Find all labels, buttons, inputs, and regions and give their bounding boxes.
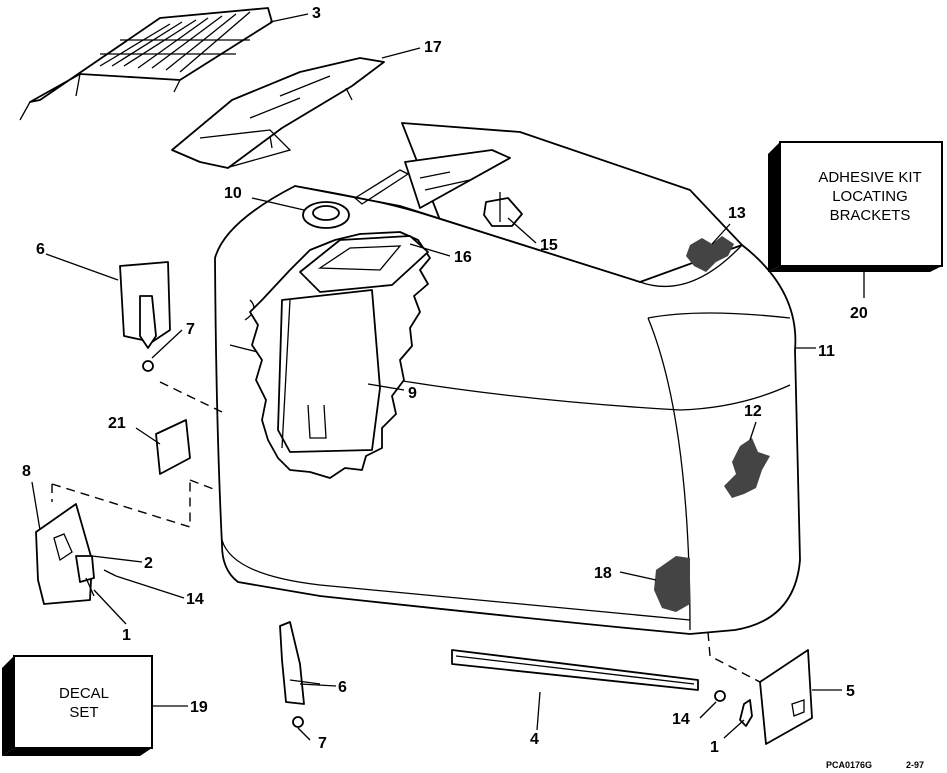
callout-12: 12 xyxy=(744,403,762,420)
callout-7-upper: 7 xyxy=(186,321,195,338)
callout-20: 20 xyxy=(850,305,868,322)
figure-date: 2-97 xyxy=(906,760,924,770)
adhesive-kit-line-3: BRACKETS xyxy=(830,207,911,224)
callout-8: 8 xyxy=(22,463,31,480)
decal-set-line-1: DECAL xyxy=(59,685,109,702)
callout-19: 19 xyxy=(190,699,208,716)
callout-14-left: 14 xyxy=(186,591,204,608)
figure-code: PCA0176G xyxy=(826,760,872,770)
bottom-seal-part-4 xyxy=(451,649,699,691)
left-bracket-part-6 xyxy=(119,261,171,372)
callout-2: 2 xyxy=(144,555,153,572)
callout-3: 3 xyxy=(312,5,321,22)
top-grille-part xyxy=(19,7,273,121)
top-cap-part xyxy=(171,57,385,169)
adhesive-kit-box: ADHESIVE KIT LOCATING BRACKETS xyxy=(768,141,943,272)
leader-lines xyxy=(31,13,865,741)
callout-10: 10 xyxy=(224,185,242,202)
callout-1-right: 1 xyxy=(710,739,719,756)
callout-9: 9 xyxy=(408,385,417,402)
adhesive-kit-line-1: ADHESIVE KIT xyxy=(818,169,921,186)
side-latch-part-6 xyxy=(279,621,321,728)
decal-part-21 xyxy=(155,419,191,475)
callout-21: 21 xyxy=(108,415,126,432)
callout-11: 11 xyxy=(818,343,835,360)
callout-6-upper: 6 xyxy=(36,241,45,258)
adhesive-kit-line-2: LOCATING xyxy=(832,188,908,205)
callout-7-lower: 7 xyxy=(318,735,327,752)
callout-14-right: 14 xyxy=(672,711,690,728)
decal-set-line-2: SET xyxy=(69,704,98,721)
decal-set-box: DECAL SET xyxy=(2,655,153,756)
callout-1-left: 1 xyxy=(122,627,131,644)
callout-labels: 3 17 10 15 13 16 6 7 9 11 12 21 20 8 2 1… xyxy=(22,5,868,756)
callout-18: 18 xyxy=(594,565,612,582)
callout-6-lower: 6 xyxy=(338,679,347,696)
callout-13: 13 xyxy=(728,205,746,222)
motor-cover-part xyxy=(214,122,801,635)
callout-4: 4 xyxy=(530,731,539,748)
callout-15: 15 xyxy=(540,237,558,254)
callout-17: 17 xyxy=(424,39,442,56)
callout-5: 5 xyxy=(846,683,855,700)
side-plate-part-8 xyxy=(35,503,117,605)
callout-16: 16 xyxy=(454,249,472,266)
side-plate-part-5 xyxy=(714,649,813,745)
